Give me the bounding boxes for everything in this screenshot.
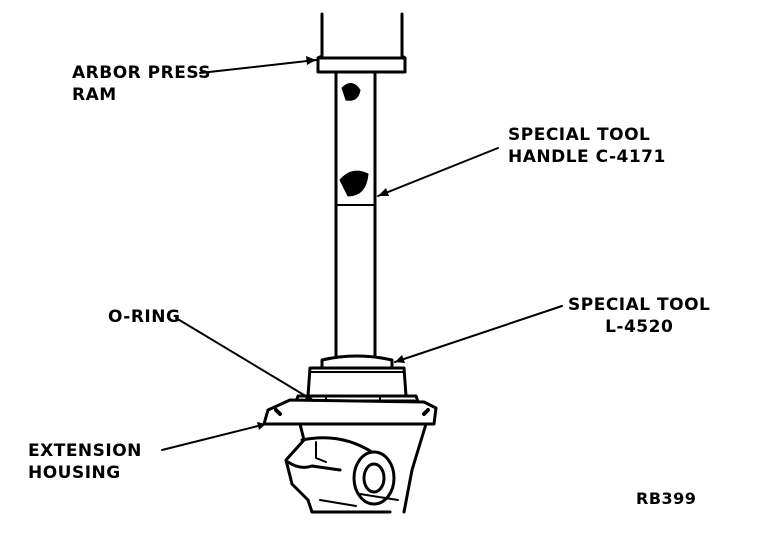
figure-code: RB399 <box>636 489 697 508</box>
label-special-tool-handle: SPECIAL TOOL HANDLE C-4171 <box>508 124 666 168</box>
label-line: HOUSING <box>28 463 121 483</box>
label-line: HANDLE C-4171 <box>508 147 666 167</box>
leader-arrowheads <box>257 56 405 430</box>
label-line: RAM <box>72 85 117 105</box>
special-tool-handle <box>334 70 377 370</box>
label-extension-housing: EXTENSION HOUSING <box>28 440 142 484</box>
label-line: L-4520 <box>605 317 674 337</box>
label-o-ring: O-RING <box>108 306 180 328</box>
label-line: ARBOR PRESS <box>72 63 212 83</box>
extension-housing <box>262 398 438 514</box>
label-line: O-RING <box>108 307 181 327</box>
label-line: SPECIAL TOOL <box>568 295 711 315</box>
arbor-press-ram <box>316 12 407 74</box>
label-line: EXTENSION <box>28 441 142 461</box>
special-tool-l4520 <box>306 354 408 398</box>
label-line: SPECIAL TOOL <box>508 125 651 145</box>
label-special-tool-l4520: SPECIAL TOOL L-4520 <box>568 294 710 338</box>
label-arbor-press-ram: ARBOR PRESS RAM <box>72 62 211 106</box>
leader-lines <box>161 59 563 451</box>
